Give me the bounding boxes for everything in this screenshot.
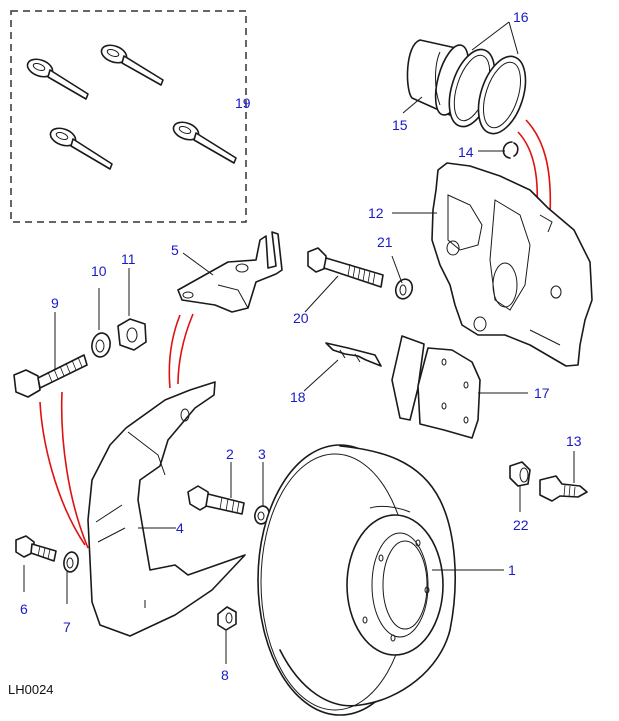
- split-pin: [100, 44, 164, 86]
- split-pin: [49, 127, 113, 170]
- caliper-washer: [394, 278, 414, 300]
- dust-cap: [509, 461, 531, 487]
- callout-17: 17: [534, 385, 550, 401]
- callout-15: 15: [392, 117, 408, 133]
- callout-3: 3: [258, 446, 266, 462]
- callout-9: 9: [51, 295, 59, 311]
- assembly-line: [525, 119, 552, 216]
- diagram-reference-code: LH0024: [8, 682, 54, 697]
- split-pin-kit-group: [10, 10, 247, 223]
- bleed-screw: [539, 475, 588, 502]
- washer: [63, 551, 79, 573]
- leader-lines: [23, 21, 575, 664]
- callout-2: 2: [226, 446, 234, 462]
- caliper: [431, 162, 593, 367]
- seal-rings: [448, 48, 527, 135]
- callout-5: 5: [171, 242, 179, 258]
- callout-20: 20: [293, 310, 309, 326]
- callout-14: 14: [458, 144, 474, 160]
- callout-1: 1: [508, 562, 516, 578]
- brake-pads: [391, 335, 481, 439]
- kit-dashed-box: [10, 10, 247, 223]
- bracket-bolt: [13, 354, 88, 398]
- callout-7: 7: [63, 619, 71, 635]
- callout-21: 21: [377, 234, 393, 250]
- brake-disc: [257, 444, 456, 716]
- splash-shield: [87, 381, 246, 637]
- callout-11: 11: [121, 251, 136, 267]
- callout-13: 13: [566, 433, 582, 449]
- assembly-line: [60, 391, 89, 549]
- callout-labels: 1 2 3 4 5 6 7 8 9 10 11 12 13 14 15 16 1…: [20, 9, 582, 683]
- anti-rattle-spring: [325, 342, 382, 367]
- callout-6: 6: [20, 601, 28, 617]
- caliper-bolt: [307, 247, 384, 288]
- shield-washer: [254, 505, 270, 525]
- shield-bolt: [187, 485, 245, 515]
- callout-22: 22: [513, 517, 529, 533]
- callout-12: 12: [368, 205, 384, 221]
- split-pin: [172, 121, 237, 164]
- bolt: [15, 535, 57, 562]
- nut: [217, 606, 237, 631]
- assembly-line: [177, 313, 194, 385]
- callout-8: 8: [221, 667, 229, 683]
- callout-19: 19: [235, 95, 251, 111]
- spring-washer: [91, 332, 111, 358]
- assembly-line: [168, 314, 181, 389]
- assembly-line: [39, 401, 86, 546]
- retaining-ring: [502, 141, 519, 159]
- callout-18: 18: [290, 389, 306, 405]
- callout-16: 16: [513, 9, 529, 25]
- hex-nut: [117, 318, 147, 351]
- hose-bracket: [177, 231, 283, 313]
- callout-10: 10: [91, 263, 107, 279]
- split-pin: [26, 58, 89, 100]
- callout-4: 4: [176, 520, 184, 536]
